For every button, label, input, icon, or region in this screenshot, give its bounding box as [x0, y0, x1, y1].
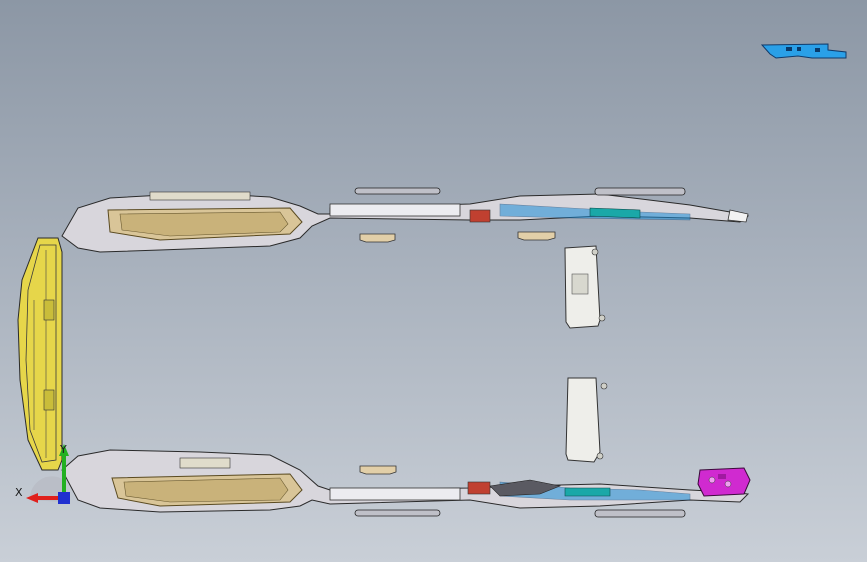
- grab-handle-upper-right[interactable]: [517, 231, 556, 241]
- sun-visor-upper[interactable]: [564, 245, 606, 329]
- grab-handle-lower[interactable]: [359, 465, 397, 475]
- sun-visor-lower[interactable]: [565, 377, 608, 463]
- lower-roof-side-rail[interactable]: [61, 449, 750, 513]
- upper-roof-side-rail[interactable]: [61, 191, 750, 253]
- isolated-trim-part[interactable]: [760, 43, 847, 59]
- axis-y-label: Y: [60, 443, 67, 456]
- lower-roof-strip-front[interactable]: [354, 509, 441, 517]
- grab-handle-upper-left[interactable]: [359, 233, 396, 243]
- upper-roof-strip-front[interactable]: [354, 187, 441, 195]
- upper-roof-strip-rear[interactable]: [594, 187, 686, 196]
- front-header-frame[interactable]: [17, 237, 63, 471]
- lower-roof-strip-rear[interactable]: [594, 509, 686, 518]
- axis-x-label: X: [15, 486, 23, 499]
- rear-magenta-bracket[interactable]: [697, 467, 751, 497]
- axis-triad[interactable]: [26, 444, 70, 504]
